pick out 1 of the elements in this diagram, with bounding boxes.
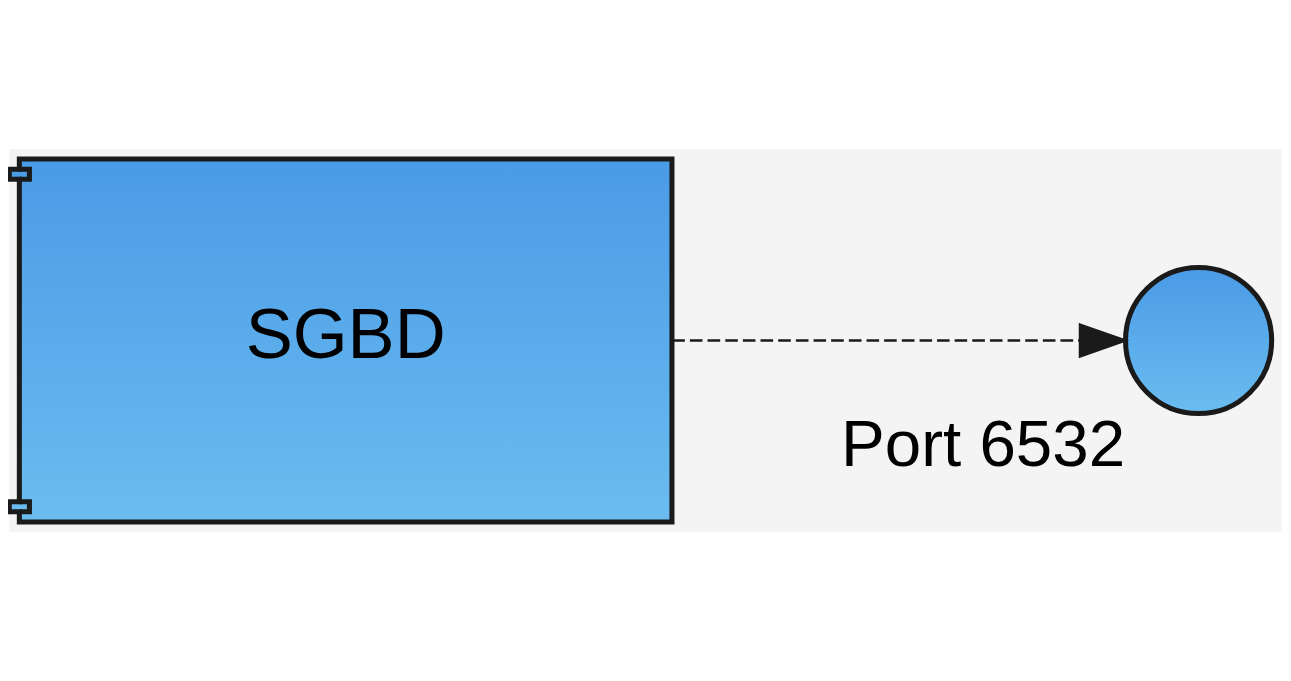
node-label: Port 6532 — [841, 406, 1126, 480]
